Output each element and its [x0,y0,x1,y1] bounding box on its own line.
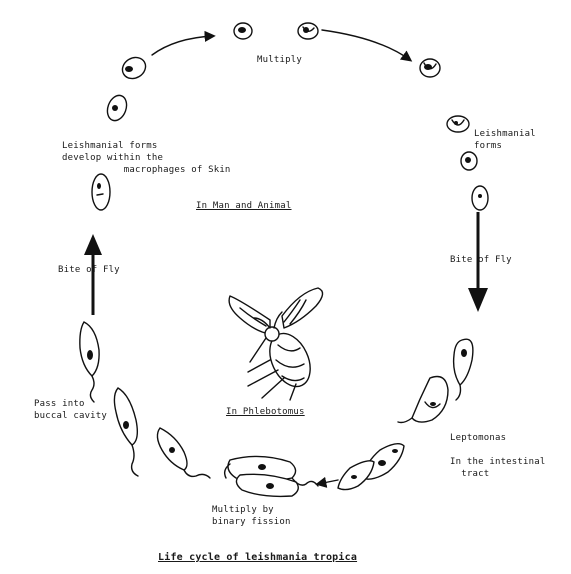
cell-left-2 [104,93,130,124]
binary-fission-group [225,456,318,496]
arrow-bottom-right [318,480,338,484]
caption-life-cycle: Life cycle of leishmania tropica [158,552,357,564]
arrow-top-left [152,36,213,55]
label-in-phlebotomus: In Phlebotomus [226,406,305,418]
promastigote-bottom-1 [157,428,210,478]
promastigote-bottom-2 [114,388,138,476]
arrow-right-head [468,288,488,312]
label-pass-into-buccal: Pass into buccal cavity [34,398,107,422]
label-leptomonas: Leptomonas In the intestinal tract [450,432,546,480]
promastigote-left [80,322,99,402]
cell-right-1 [420,59,440,77]
cell-right-2 [447,116,469,132]
label-in-man-and-animal: In Man and Animal [196,200,292,212]
cell-right-4 [472,186,488,210]
label-leishmanial-develop: Leishmanial forms develop within the mac… [62,140,231,176]
leptomonas-4 [338,461,374,490]
cell-top-left-1 [119,53,150,82]
leptomonas-2 [398,377,448,423]
arrow-left-head [84,234,102,255]
label-multiply-top: Multiply [257,54,302,66]
cell-left-macrophage [92,174,110,210]
label-leishmanial-forms-right: Leishmanial forms [474,128,536,152]
sandfly-drawing [229,288,322,400]
label-bite-of-fly-left: Bite of Fly [58,264,120,276]
label-bite-of-fly-right: Bite of Fly [450,254,512,266]
cell-top-2 [298,23,318,39]
cell-top-1 [234,23,252,39]
leptomonas-1 [454,339,473,400]
label-multiply-binary: Multiply by binary fission [212,504,291,528]
arrow-top-right [322,30,410,60]
cell-right-3 [461,152,477,170]
